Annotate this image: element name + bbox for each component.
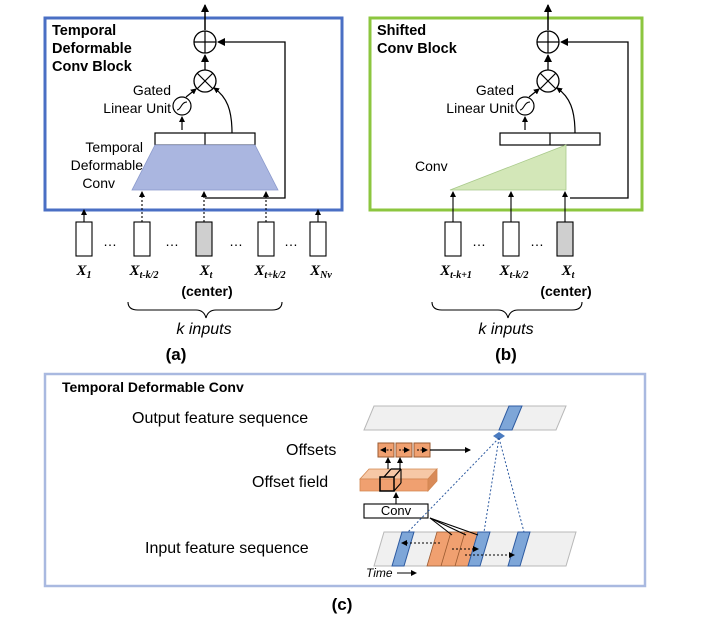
- panel-c: Temporal Deformable Conv Output feature …: [43, 372, 647, 614]
- panel-a-title-line3: Conv Block: [52, 59, 133, 75]
- panel-b-k-brace: [431, 301, 583, 319]
- panel-a-frame: [43, 16, 344, 212]
- panel-a-input-box: [309, 221, 327, 257]
- panel-b-k-label: k inputs: [478, 321, 533, 338]
- panel-b-title-line1: Shifted: [377, 23, 426, 39]
- panel-a-conv-line2: Deformable: [71, 157, 144, 173]
- panel-a-ellipsis: …: [165, 233, 179, 249]
- panel-a-deformable-conv-shape: [131, 144, 279, 191]
- panel-a-input-label: Xt-k/2: [129, 263, 159, 281]
- output-target-point: [493, 432, 505, 440]
- panel-b-input-label: Xt: [561, 263, 576, 281]
- output-highlight-cell: [498, 405, 523, 431]
- panel-a-input-box: [75, 221, 93, 257]
- output-sequence-plane: [363, 405, 567, 431]
- panel-a-ellipsis: …: [229, 233, 243, 249]
- panel-a-title-line2: Deformable: [52, 41, 132, 57]
- offset-field-side: [427, 467, 438, 493]
- panel-a-residual-path: [205, 38, 286, 199]
- panel-a-ellipsis: …: [284, 233, 298, 249]
- panel-b-ellipsis: …: [530, 233, 544, 249]
- offset-field-top: [359, 468, 438, 480]
- panel-b-input-label: Xt-k/2: [499, 263, 529, 281]
- panel-a-conv-line1: Temporal: [85, 139, 143, 155]
- panel-c-frame: [43, 372, 647, 588]
- panel-a-input-label: X1: [75, 263, 91, 281]
- panel-a-k-label: k inputs: [176, 321, 231, 338]
- panel-c-caption: (c): [332, 595, 353, 614]
- input-sampled-cell: [391, 531, 415, 567]
- panel-a-input-label: XNv: [309, 263, 332, 281]
- panel-b: Shifted Conv Block Gated Linear Unit Con…: [368, 4, 644, 364]
- panel-b-sigmoid-icon: [515, 96, 535, 116]
- panel-b-caption: (b): [495, 345, 517, 364]
- panel-a: Temporal Deformable Conv Block Gated Lin…: [43, 4, 344, 364]
- panel-a-glu-line2: Linear Unit: [103, 100, 171, 116]
- panel-b-residual-path: [560, 38, 629, 199]
- panel-b-center-label: (center): [540, 283, 591, 299]
- panel-b-title-line2: Conv Block: [377, 41, 458, 57]
- panel-c-offset-field-label: Offset field: [252, 474, 328, 491]
- input-sampled-cell: [467, 531, 491, 567]
- panel-a-input-label: Xt: [199, 263, 214, 281]
- panel-b-frame: [368, 16, 644, 212]
- panel-b-input-box: [502, 221, 520, 257]
- panel-c-title: Temporal Deformable Conv: [62, 379, 244, 395]
- panel-c-output-label: Output feature sequence: [132, 410, 308, 427]
- time-label: Time: [366, 566, 393, 580]
- panel-c-offsets-label: Offsets: [286, 442, 336, 459]
- panel-a-title-line1: Temporal: [52, 23, 116, 39]
- panel-b-ellipsis: …: [472, 233, 486, 249]
- panel-a-k-brace: [127, 301, 283, 319]
- panel-a-input-box-center: [195, 221, 213, 257]
- panel-a-input-box: [133, 221, 151, 257]
- panel-b-glu-line2: Linear Unit: [446, 100, 514, 116]
- panel-a-input-label: Xt+k/2: [253, 263, 285, 281]
- panel-b-input-label: Xt-k+1: [439, 263, 472, 281]
- panel-a-caption: (a): [166, 345, 187, 364]
- panel-c-input-label: Input feature sequence: [145, 540, 309, 557]
- panel-a-center-label: (center): [181, 283, 232, 299]
- panel-a-sigmoid-icon: [172, 96, 192, 116]
- projection-line: [407, 437, 500, 533]
- panel-a-ellipsis: …: [103, 233, 117, 249]
- panel-a-input-box: [257, 221, 275, 257]
- panel-c-conv-label: Conv: [381, 503, 412, 518]
- panel-a-glu-line1: Gated: [133, 82, 171, 98]
- panel-b-conv-label: Conv: [415, 158, 448, 174]
- panel-b-conv-shape: [449, 144, 567, 191]
- panel-b-input-box: [444, 221, 462, 257]
- projection-line: [483, 437, 500, 533]
- panel-b-glu-line1: Gated: [476, 82, 514, 98]
- projection-line: [498, 437, 525, 533]
- panel-a-conv-line3: Conv: [82, 175, 115, 191]
- offset-field-kernel: [379, 476, 395, 492]
- panel-b-input-box-center: [556, 221, 574, 257]
